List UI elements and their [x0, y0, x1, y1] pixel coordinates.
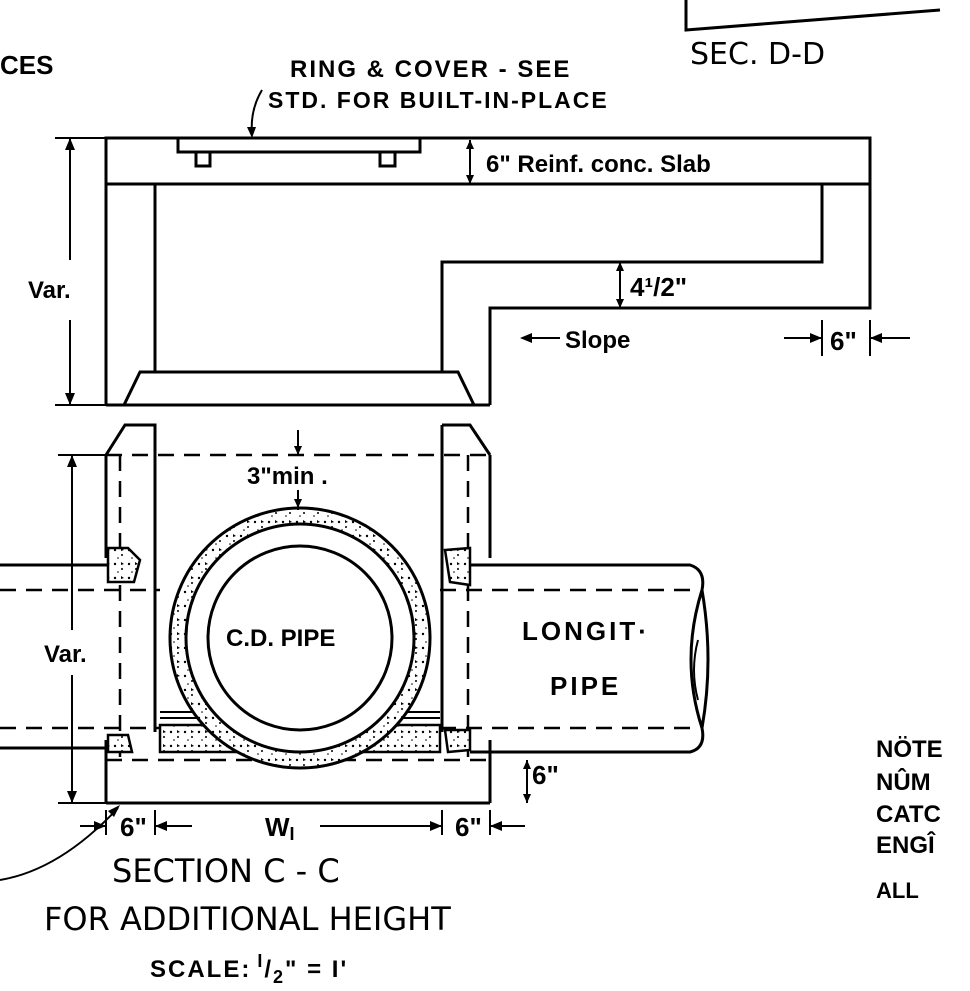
- dim-4-half-label: 4¹/2": [630, 272, 687, 302]
- scale-denominator: 2: [273, 967, 285, 987]
- var-lower-label: Var.: [44, 641, 87, 668]
- scale-numerator: I: [257, 951, 264, 971]
- reinforced-slab: [104, 136, 872, 186]
- dim-6-right-label: 6": [830, 326, 857, 356]
- dimensions: [0, 89, 910, 881]
- longit-pipe: [440, 563, 710, 754]
- partial-label-ces: CES: [0, 50, 53, 80]
- scale-label: SCALE:I/2" = I': [150, 951, 348, 987]
- note-line-5: ALL: [876, 878, 919, 903]
- note-line-3: CATC: [876, 801, 941, 828]
- cd-pipe-label: C.D. PIPE: [226, 625, 335, 652]
- pipe-label: PIPE: [550, 671, 621, 701]
- upper-structure: [104, 136, 872, 407]
- note-line-1: NÖTE: [876, 736, 943, 763]
- min-3-label: 3"min .: [247, 463, 328, 490]
- dim-6-left-label: 6": [120, 812, 147, 842]
- dim-6-base-label: 6": [532, 760, 559, 790]
- note-line-2: NÛM: [876, 768, 931, 796]
- slab-label: 6" Reinf. conc. Slab: [486, 151, 711, 178]
- ring-cover-label-line2: STD. FOR BUILT-IN-PLACE: [268, 87, 609, 113]
- section-cc-title: SECTION C - C: [112, 852, 340, 890]
- w1-subscript: I: [290, 824, 295, 844]
- dim-6-mid-label: 6": [455, 812, 482, 842]
- labels: CES SEC. D-D RING & COVER - SEE STD. FOR…: [0, 37, 943, 987]
- scale-prefix: SCALE:: [150, 956, 251, 983]
- section-dd-partial: [684, 0, 941, 32]
- cd-pipe: [168, 506, 432, 770]
- scale-suffix: " = I': [285, 956, 348, 983]
- mortar-packing: [106, 546, 472, 754]
- w1-label: WI: [265, 812, 295, 844]
- ring-cover-label-line1: RING & COVER - SEE: [290, 56, 571, 83]
- var-upper-label: Var.: [28, 277, 71, 304]
- additional-height-title: FOR ADDITIONAL HEIGHT: [44, 900, 451, 938]
- w1-letter: W: [265, 812, 290, 842]
- slope-label: Slope: [565, 327, 630, 354]
- note-line-4: ENGÎ: [876, 831, 936, 859]
- section-dd-label: SEC. D-D: [690, 37, 825, 72]
- longit-label: LONGIT·: [522, 616, 650, 646]
- left-pipe: [0, 563, 160, 750]
